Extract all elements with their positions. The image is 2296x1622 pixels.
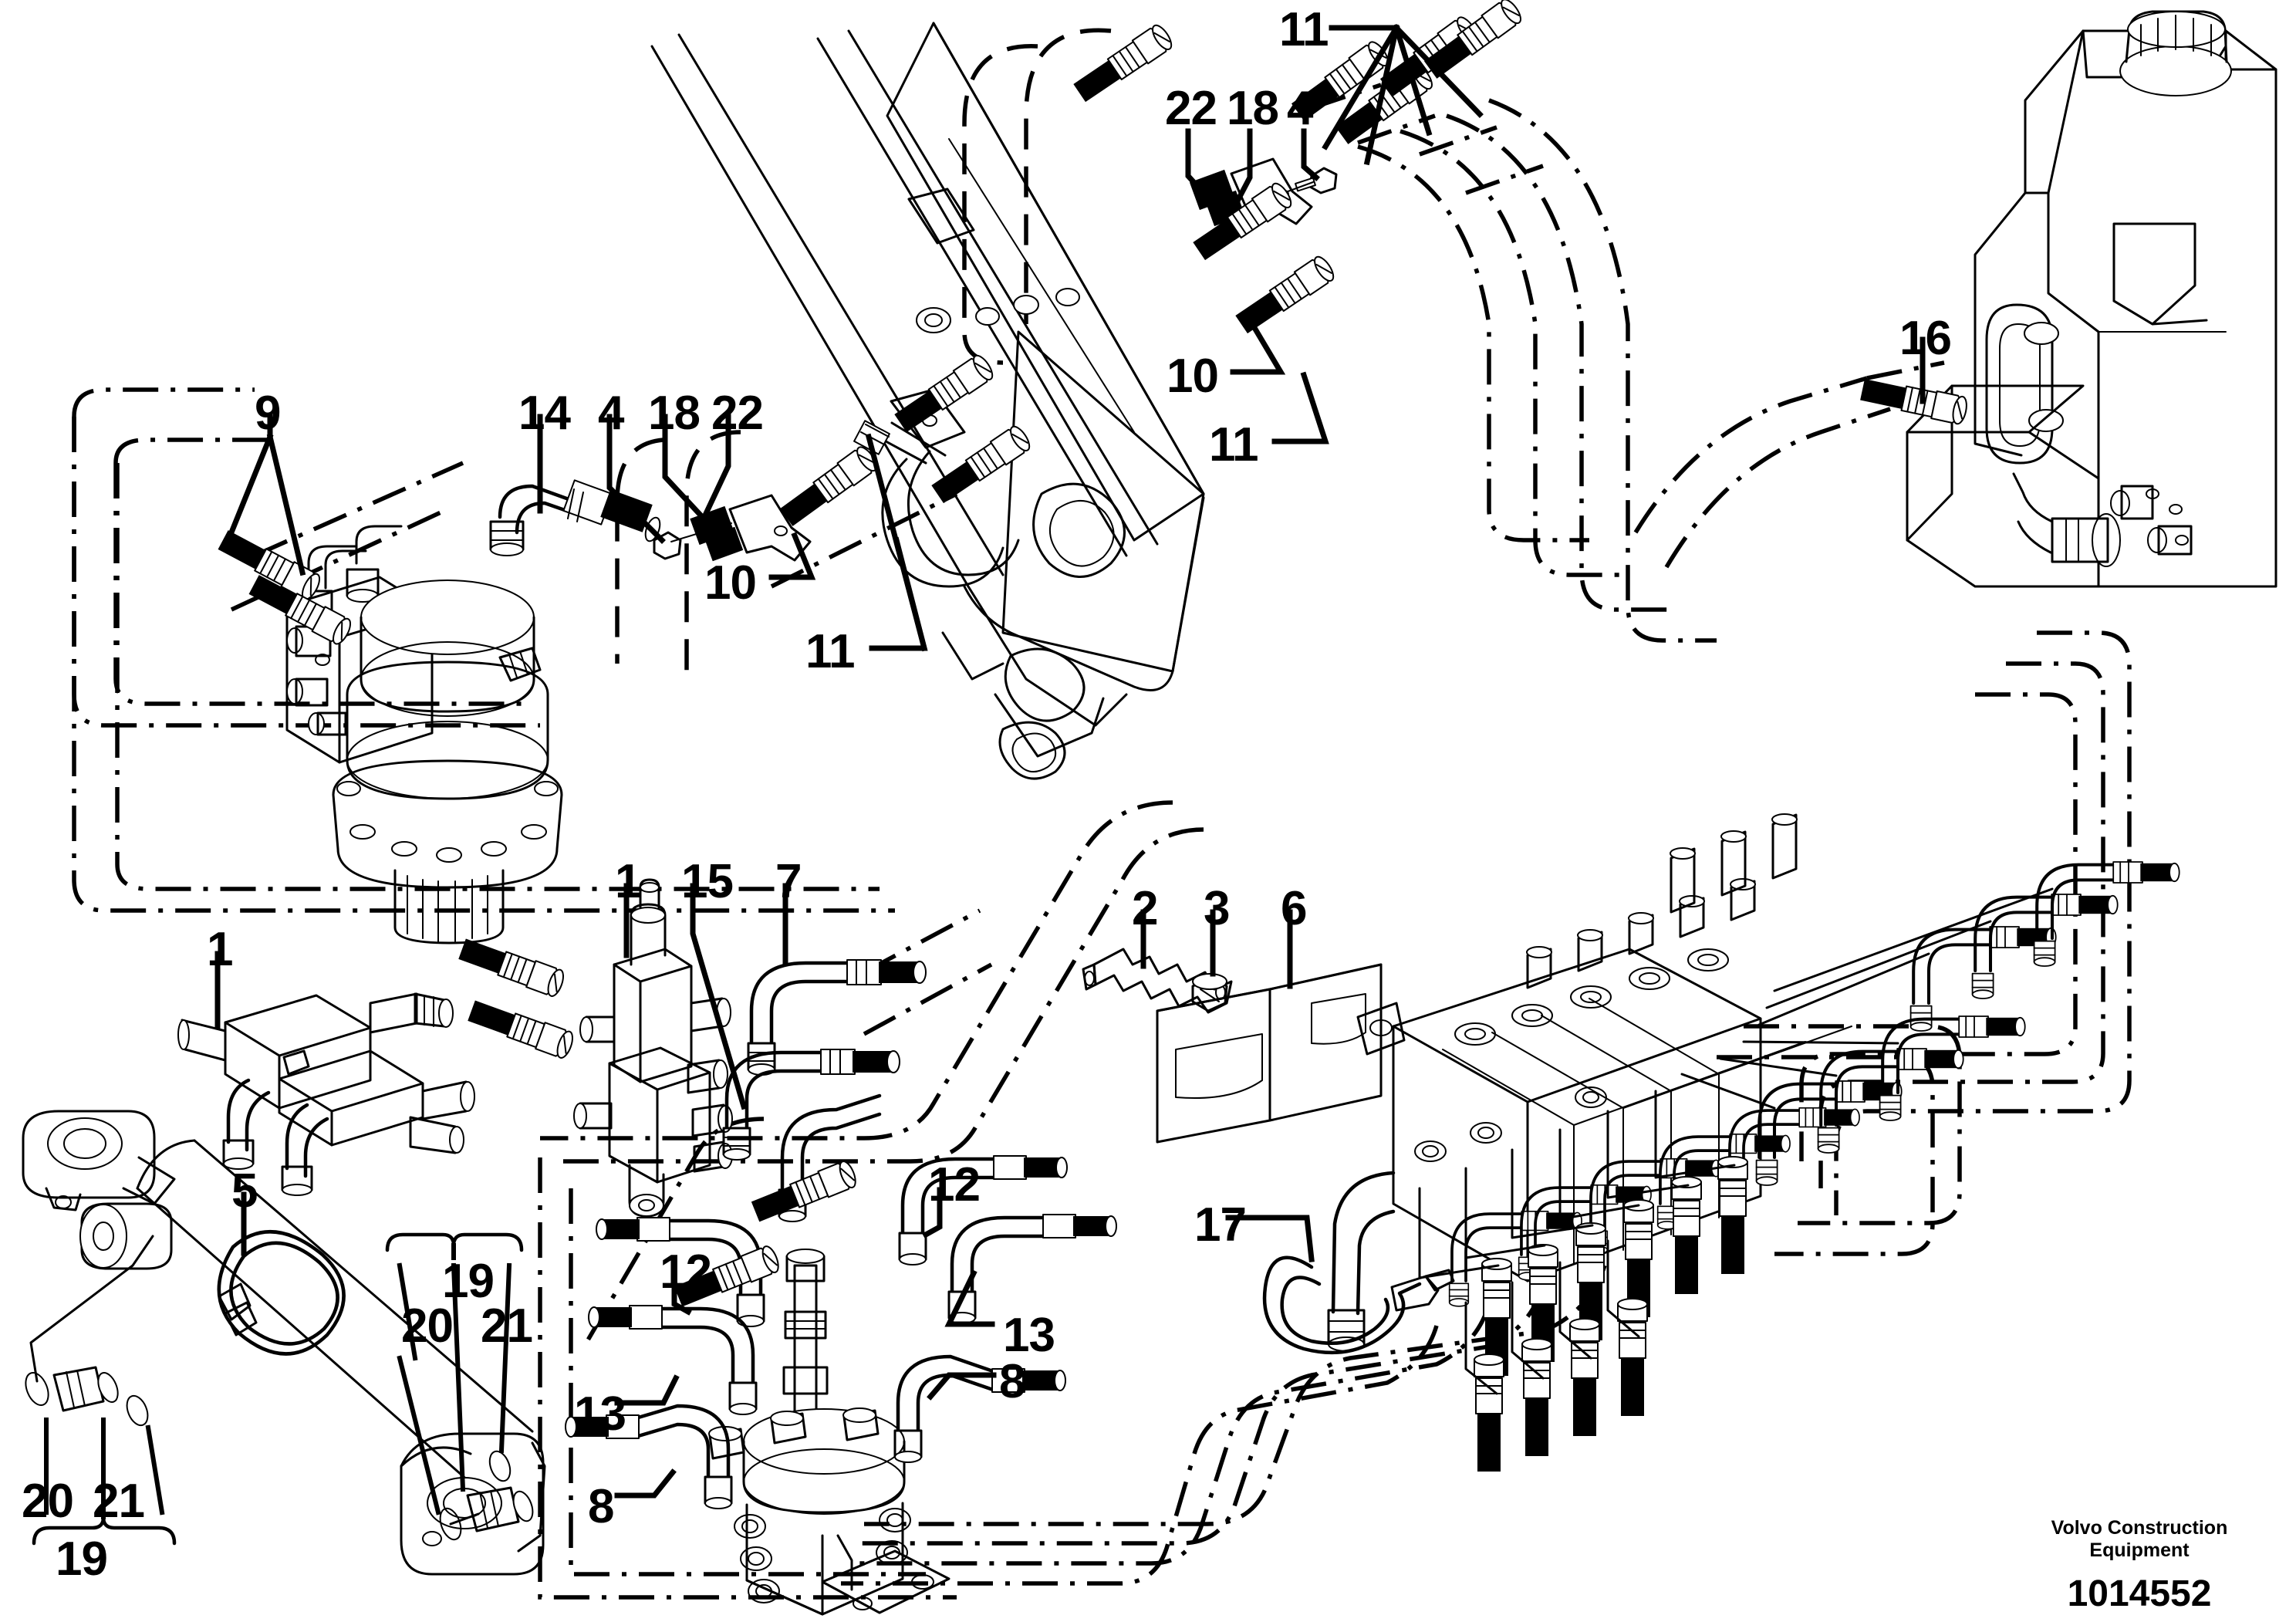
- control-valve-1: [457, 878, 927, 1218]
- callout-15: 15: [681, 855, 734, 908]
- callout-1: 1: [207, 923, 233, 976]
- callout-18: 18: [648, 387, 701, 440]
- callout-13: 13: [574, 1387, 626, 1441]
- callout-19: 19: [442, 1255, 495, 1308]
- callout-14: 14: [518, 387, 571, 440]
- callout-11: 11: [1209, 418, 1259, 471]
- callout-8: 8: [999, 1355, 1025, 1408]
- callout-22: 22: [1165, 82, 1217, 135]
- callout-13: 13: [1003, 1309, 1055, 1362]
- boom-arm-assembly: [650, 22, 1205, 780]
- footer-brand-line2: Equipment: [2089, 1539, 2190, 1561]
- hydraulic-tank: [1859, 10, 2277, 588]
- seal-kit-left: [25, 1235, 177, 1546]
- seal-kit-right: [385, 1232, 534, 1541]
- callout-5: 5: [231, 1164, 258, 1218]
- callout-11: 11: [805, 625, 856, 678]
- footer-brand: Volvo Construction Equipment: [2012, 1517, 2267, 1562]
- swing-motor-assembly: [216, 525, 563, 944]
- callout-20: 20: [401, 1299, 454, 1353]
- callout-6: 6: [1281, 882, 1307, 935]
- callout-21: 21: [481, 1299, 533, 1353]
- callout-16: 16: [1899, 312, 1952, 365]
- callout-21: 21: [93, 1475, 145, 1528]
- callout-18: 18: [1227, 82, 1279, 135]
- callout-4: 4: [1287, 82, 1313, 135]
- callout-20: 20: [22, 1475, 74, 1528]
- callout-22: 22: [711, 387, 764, 440]
- callout-4: 4: [598, 387, 624, 440]
- leader-lines: [214, 24, 1926, 1499]
- callout-8: 8: [588, 1480, 614, 1533]
- callout-2: 2: [1132, 882, 1158, 935]
- callout-10: 10: [1167, 350, 1219, 403]
- hose-routing-lines: [72, 28, 2132, 1600]
- boom-hose-loops: [853, 420, 1020, 588]
- callout-1: 1: [615, 855, 641, 908]
- callout-11: 11: [1279, 3, 1329, 56]
- callout-12: 12: [928, 1158, 981, 1211]
- drawing-number: 1014552: [2067, 1573, 2212, 1614]
- callout-19: 19: [56, 1532, 108, 1586]
- footer-brand-line1: Volvo Construction: [2051, 1517, 2228, 1539]
- hydraulic-cylinder-5: [22, 1110, 546, 1576]
- cover-panel-6: [1156, 963, 1383, 1144]
- callout-10: 10: [704, 556, 757, 610]
- callout-17: 17: [1194, 1198, 1247, 1252]
- cable-tie-17: [1262, 1255, 1455, 1355]
- callout-3: 3: [1204, 882, 1230, 935]
- manifold-block-1: [177, 992, 475, 1196]
- callout-12: 12: [660, 1245, 712, 1299]
- bolt-3: [1191, 973, 1228, 1012]
- callout-7: 7: [775, 855, 802, 908]
- callout-9: 9: [255, 387, 281, 440]
- elbow-fitting-14: [489, 479, 661, 556]
